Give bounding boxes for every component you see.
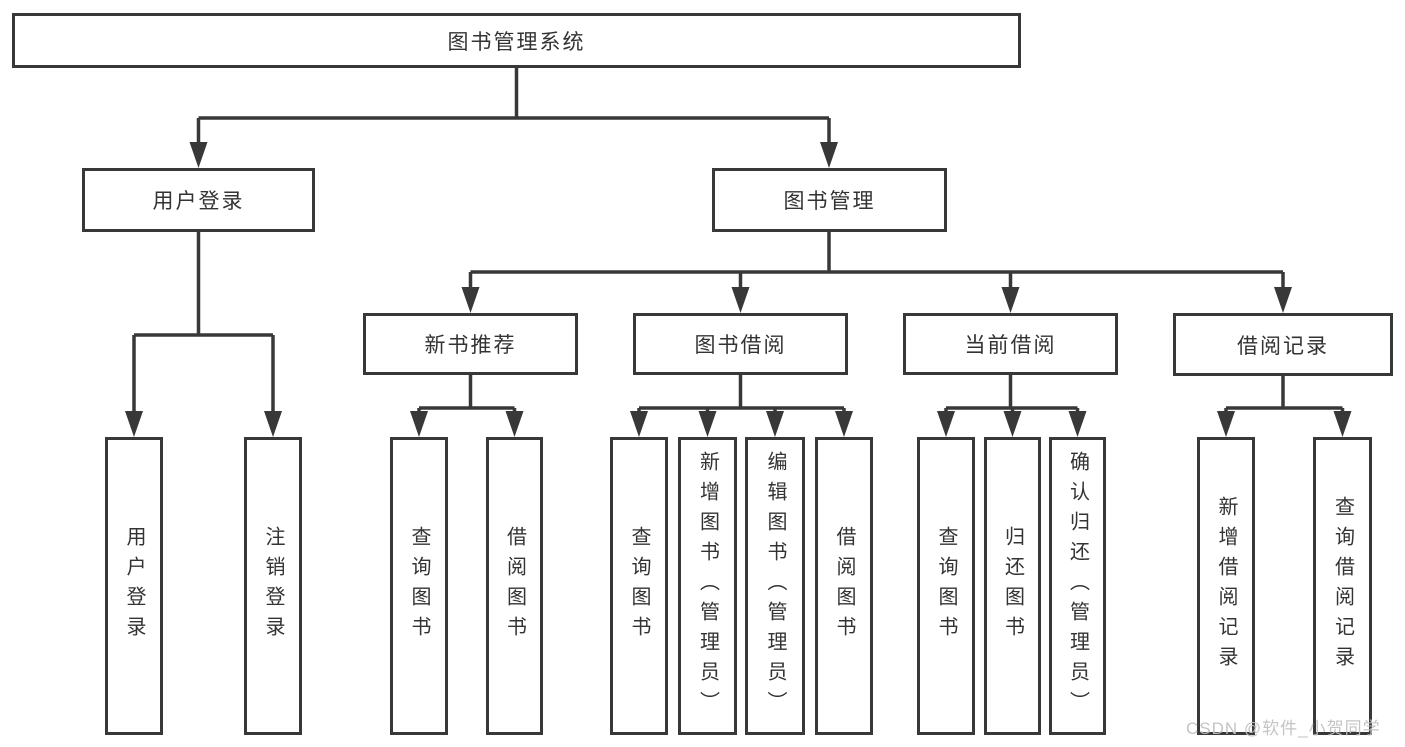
connector-userlogin-to-leaves bbox=[125, 232, 282, 437]
node-leaf-query-books-3: 查询图书 bbox=[917, 437, 975, 735]
connector-bookmgmt-to-level3 bbox=[461, 232, 1292, 313]
node-label: 查询图书 bbox=[628, 526, 650, 646]
connector-bookborrow-to-leaves bbox=[630, 375, 853, 437]
node-label: 当前借阅 bbox=[964, 334, 1057, 357]
node-leaf-edit-books-admin: 编辑图书（管理员） bbox=[745, 437, 805, 735]
node-leaf-borrow-books-2: 借阅图书 bbox=[815, 437, 873, 735]
node-leaf-logout: 注销登录 bbox=[244, 437, 302, 735]
node-label: 编辑图书（管理员） bbox=[764, 451, 786, 721]
node-leaf-add-books-admin: 新增图书（管理员） bbox=[678, 437, 737, 735]
node-label: 图书借阅 bbox=[694, 334, 787, 357]
node-label: 归还图书 bbox=[1001, 526, 1024, 646]
node-user-login: 用户登录 bbox=[82, 168, 315, 232]
node-borrowing-records: 借阅记录 bbox=[1173, 313, 1393, 376]
node-label: 查询借阅记录 bbox=[1331, 496, 1354, 676]
node-label: 借阅图书 bbox=[833, 526, 855, 646]
node-leaf-query-books-1: 查询图书 bbox=[390, 437, 448, 735]
node-current-borrowing: 当前借阅 bbox=[903, 313, 1118, 375]
node-leaf-borrow-books-1: 借阅图书 bbox=[486, 437, 543, 735]
node-leaf-query-borrow-record: 查询借阅记录 bbox=[1313, 437, 1372, 735]
node-label: 确认归还（管理员） bbox=[1066, 451, 1089, 721]
node-label: 注销登录 bbox=[262, 526, 284, 646]
node-leaf-query-books-2: 查询图书 bbox=[610, 437, 668, 735]
node-label: 借阅记录 bbox=[1237, 334, 1329, 358]
connector-newbook-to-leaves bbox=[410, 375, 524, 437]
node-label: 借阅图书 bbox=[503, 526, 526, 646]
connector-currentborrow-to-leaves bbox=[937, 375, 1087, 437]
node-new-book-recommendation: 新书推荐 bbox=[363, 313, 578, 375]
connector-root-to-level2 bbox=[189, 68, 838, 168]
node-leaf-confirm-return-admin: 确认归还（管理员） bbox=[1049, 437, 1106, 735]
node-label: 新增借阅记录 bbox=[1215, 496, 1237, 676]
node-leaf-add-borrow-record: 新增借阅记录 bbox=[1197, 437, 1255, 735]
node-leaf-user-login: 用户登录 bbox=[105, 437, 163, 735]
node-label: 用户登录 bbox=[152, 190, 245, 213]
node-book-management: 图书管理 bbox=[712, 168, 947, 232]
node-label: 查询图书 bbox=[935, 526, 957, 646]
node-label: 图书管理 bbox=[783, 190, 876, 213]
node-leaf-return-books: 归还图书 bbox=[984, 437, 1041, 735]
node-label: 新增图书（管理员） bbox=[696, 451, 719, 721]
node-library-management-system: 图书管理系统 bbox=[12, 13, 1021, 68]
node-label: 新书推荐 bbox=[424, 334, 517, 357]
node-book-borrowing: 图书借阅 bbox=[633, 313, 848, 375]
csdn-watermark: CSDN @软件_小贺同学 bbox=[1186, 719, 1381, 738]
node-label: 用户登录 bbox=[123, 526, 145, 646]
node-label: 图书管理系统 bbox=[447, 30, 586, 54]
connector-borrowrecord-to-leaves bbox=[1217, 376, 1352, 437]
node-label: 查询图书 bbox=[408, 526, 430, 646]
